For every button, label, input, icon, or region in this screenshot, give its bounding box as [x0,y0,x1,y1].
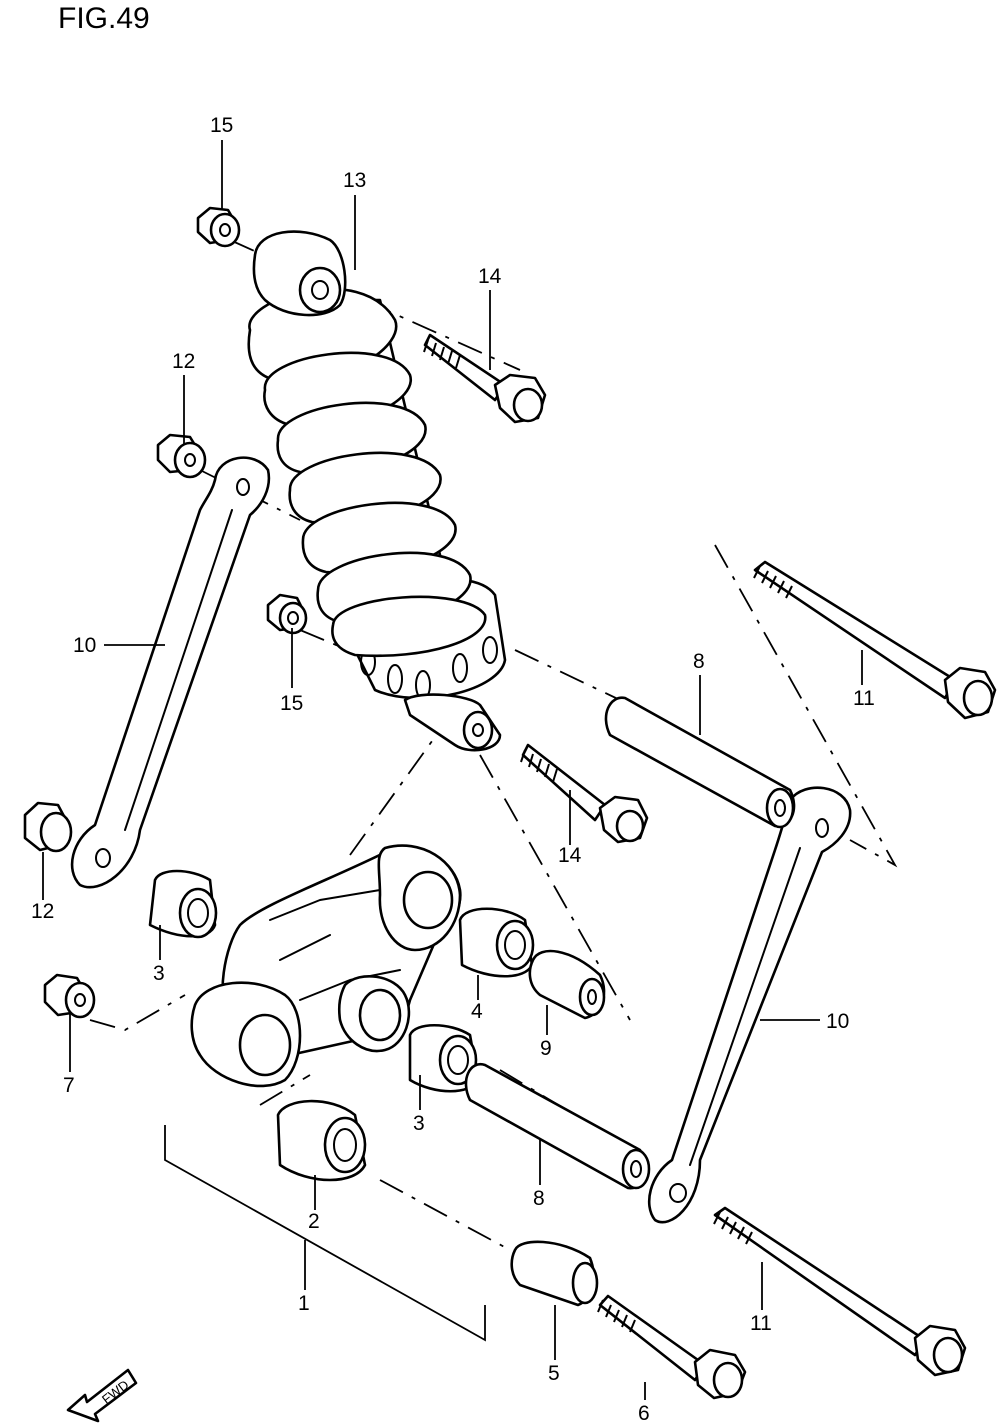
leader-lines [42,140,863,1400]
label-8-upper: 8 [693,650,705,673]
label-10-left: 10 [73,634,96,657]
spacer-5 [510,1240,599,1307]
bolt-11-upper [753,560,997,720]
label-5: 5 [548,1362,560,1385]
cushion-rod-10-left [70,456,271,889]
label-9: 9 [540,1037,552,1060]
label-14-upper: 14 [478,265,502,288]
nut-15-lower [266,593,308,635]
label-10-right: 10 [826,1010,849,1033]
bushing-2 [276,1099,367,1182]
label-3-right: 3 [413,1112,425,1135]
label-15-upper: 15 [210,114,233,137]
shock-absorber [247,230,507,752]
bolt-6 [597,1294,747,1400]
cushion-rod-10-right [647,786,852,1224]
label-11-lower: 11 [750,1312,772,1335]
label-2: 2 [308,1210,320,1233]
cushion-lever [190,844,462,1088]
pipe-8-lower [464,1062,651,1190]
spacer-3-left [148,869,218,939]
bolt-14-upper [423,333,547,424]
coil-spring [247,287,487,658]
label-4: 4 [471,1000,483,1023]
pipe-9 [528,949,606,1020]
nut-15-upper [196,206,241,248]
label-11-upper: 11 [853,687,875,710]
label-14-lower: 14 [558,844,582,867]
label-12-upper: 12 [172,350,195,373]
bolt-11-lower [713,1206,967,1377]
nut-12-upper [156,433,207,479]
label-13: 13 [343,169,366,192]
pipe-8-upper [604,696,796,829]
label-8-lower: 8 [533,1187,545,1210]
bolt-14-lower [520,743,649,844]
label-1: 1 [298,1292,310,1315]
figure-title: FIG.49 [58,2,150,35]
label-3-left: 3 [153,962,165,985]
label-12-lower: 12 [31,900,54,923]
label-7: 7 [63,1074,75,1097]
callout-labels: 15 13 14 12 10 15 8 11 14 12 3 4 9 7 10 … [31,114,875,1425]
label-6: 6 [638,1402,650,1425]
fwd-arrow-icon: FWD [66,1368,138,1423]
nut-12-lower [23,801,73,853]
bushing-4 [458,907,535,978]
label-15-lower: 15 [280,692,303,715]
nut-7 [43,973,96,1019]
spacer-3-right [408,1024,480,1093]
